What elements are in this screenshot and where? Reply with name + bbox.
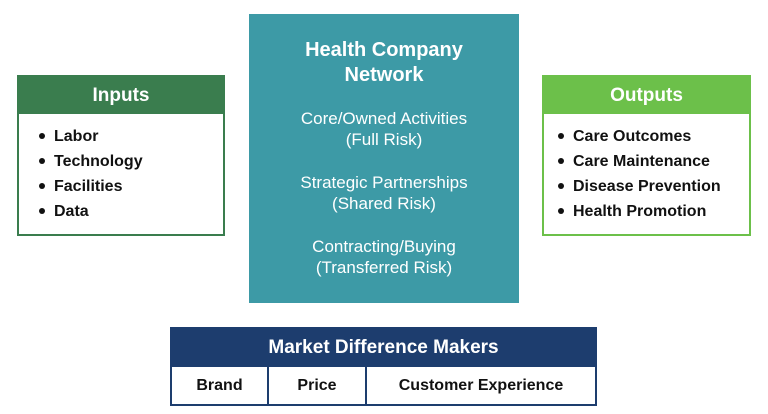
list-item: Facilities: [37, 174, 223, 199]
list-item-label: Disease Prevention: [573, 178, 721, 195]
market-cell-brand: Brand: [172, 367, 269, 404]
list-item: Care Outcomes: [556, 124, 749, 149]
market-title: Market Difference Makers: [172, 329, 595, 367]
list-item-label: Labor: [54, 128, 99, 145]
list-item: Care Maintenance: [556, 149, 749, 174]
network-item-label: Contracting/Buying: [312, 237, 456, 256]
list-item-label: Health Promotion: [573, 203, 707, 220]
bullet-icon: [558, 182, 564, 189]
list-item: Labor: [37, 124, 223, 149]
list-item-label: Care Maintenance: [573, 153, 710, 170]
outputs-box: Outputs Care Outcomes Care Maintenance D…: [542, 75, 751, 236]
list-item-label: Technology: [54, 153, 143, 170]
list-item-label: Care Outcomes: [573, 128, 692, 145]
list-item: Health Promotion: [556, 199, 749, 224]
list-item: Technology: [37, 149, 223, 174]
network-item-label: Strategic Partnerships: [300, 173, 468, 192]
bullet-icon: [39, 157, 45, 164]
inputs-list: Labor Technology Facilities Data: [19, 114, 223, 224]
inputs-box: Inputs Labor Technology Facilities Data: [17, 75, 225, 236]
list-item: Disease Prevention: [556, 174, 749, 199]
market-cells: Brand Price Customer Experience: [172, 367, 595, 404]
network-item-risk: (Transferred Risk): [315, 258, 453, 277]
network-item-contracting: Contracting/Buying (Transferred Risk): [249, 236, 519, 278]
list-item-label: Facilities: [54, 178, 123, 195]
network-item-label: Core/Owned Activities: [300, 109, 468, 128]
bullet-icon: [39, 132, 45, 139]
outputs-list: Care Outcomes Care Maintenance Disease P…: [544, 114, 749, 224]
outputs-title: Outputs: [544, 77, 749, 114]
network-item-partnerships: Strategic Partnerships (Shared Risk): [249, 172, 519, 214]
network-item-core: Core/Owned Activities (Full Risk): [249, 108, 519, 150]
bullet-icon: [39, 182, 45, 189]
network-item-risk: (Shared Risk): [332, 194, 436, 213]
network-item-risk: (Full Risk): [345, 130, 423, 149]
bullet-icon: [39, 207, 45, 214]
market-box: Market Difference Makers Brand Price Cus…: [170, 327, 597, 406]
bullet-icon: [558, 132, 564, 139]
network-title: Health Company Network: [305, 39, 463, 86]
list-item-label: Data: [54, 203, 89, 220]
list-item: Data: [37, 199, 223, 224]
bullet-icon: [558, 207, 564, 214]
inputs-title: Inputs: [19, 77, 223, 114]
bullet-icon: [558, 157, 564, 164]
network-box: Health Company Network Core/Owned Activi…: [249, 14, 519, 303]
market-cell-price: Price: [269, 367, 367, 404]
market-cell-customer-experience: Customer Experience: [398, 376, 564, 394]
